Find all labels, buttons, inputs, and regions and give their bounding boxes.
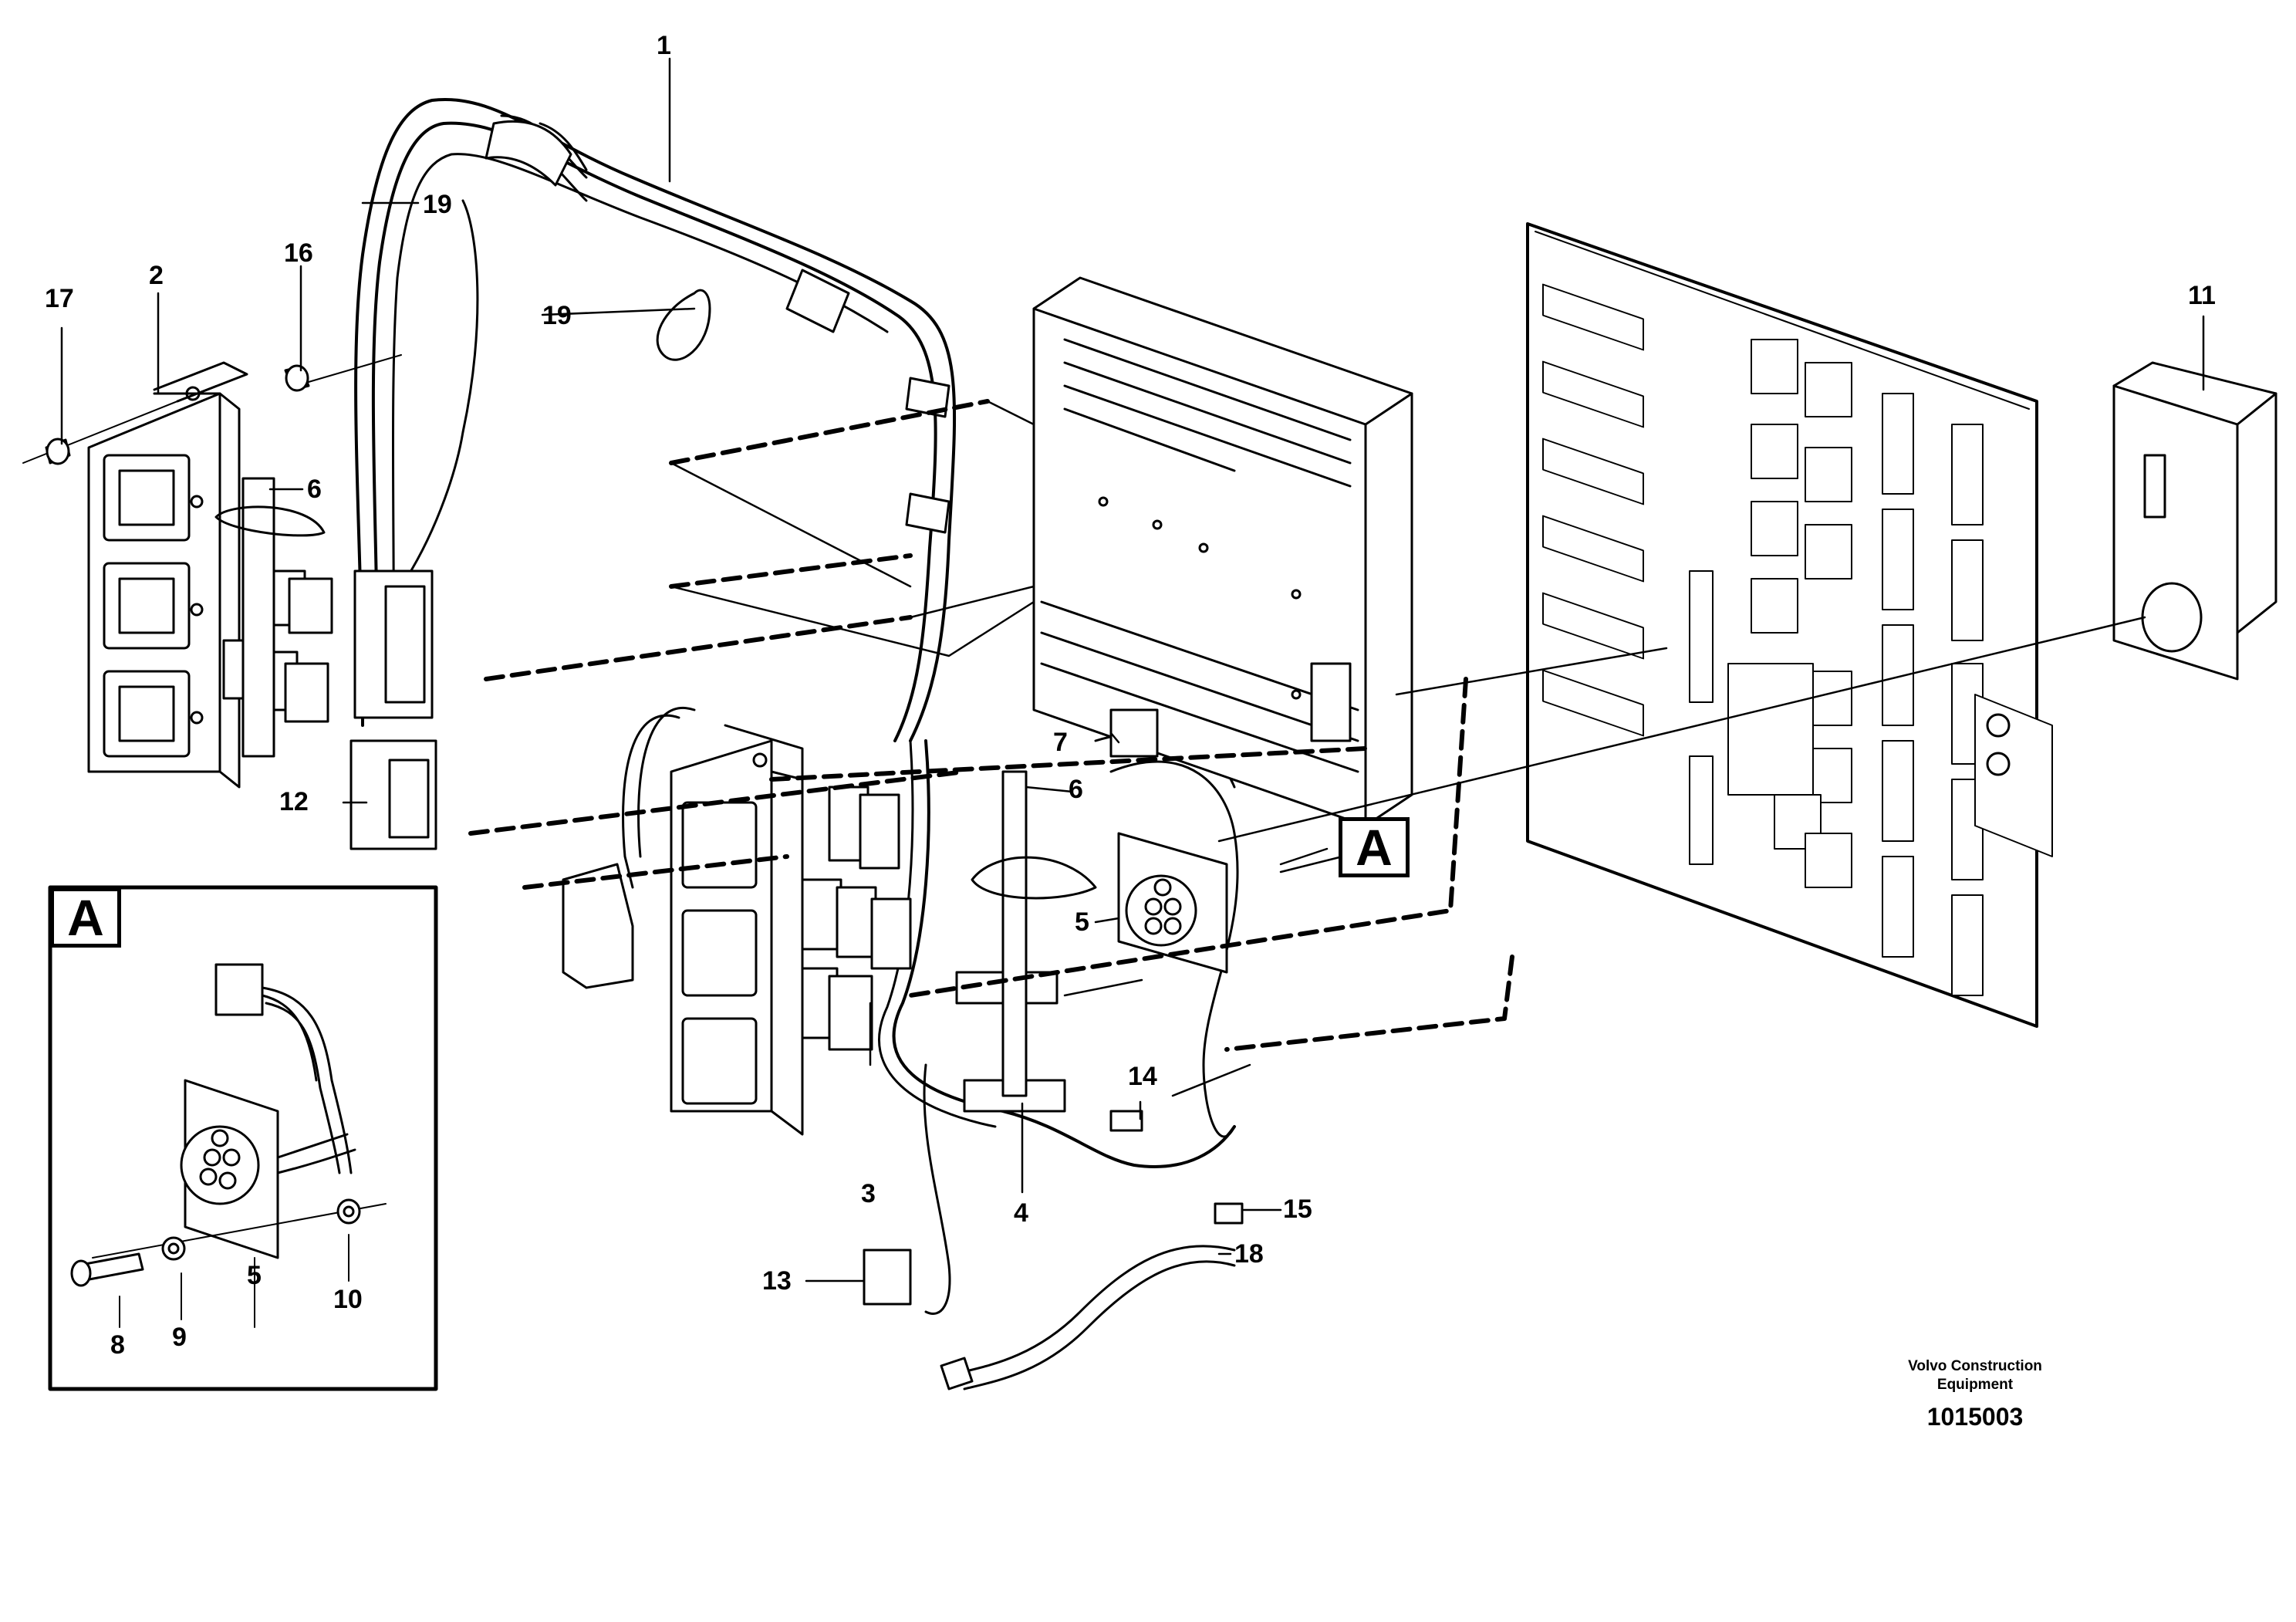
mounting-plate xyxy=(2112,361,2277,681)
figure-number: 1015003 xyxy=(1926,1403,2024,1431)
callout-16: 16 xyxy=(284,238,313,268)
circular-connector xyxy=(1117,832,1228,974)
callout-13: 13 xyxy=(762,1266,792,1296)
callout-2: 2 xyxy=(149,261,164,290)
left-bracket xyxy=(87,361,248,789)
callout-8: 8 xyxy=(110,1330,125,1360)
callout-18: 18 xyxy=(1234,1239,1264,1269)
left-relays xyxy=(214,477,437,850)
callout-17: 17 xyxy=(45,284,74,313)
publisher-credit-line-2: Equipment xyxy=(1936,1377,2014,1393)
callout-leaders xyxy=(60,57,2205,1282)
callout-19-upper: 19 xyxy=(423,190,452,219)
callout-4: 4 xyxy=(1014,1198,1028,1228)
callout-5-main: 5 xyxy=(1075,907,1089,937)
callout-5-detail: 5 xyxy=(247,1261,262,1290)
callout-10: 10 xyxy=(333,1285,363,1314)
detail-view-inset xyxy=(48,885,438,1391)
publisher-credit-line-1: Volvo Construction xyxy=(1908,1358,2042,1374)
circuit-board xyxy=(1526,222,2053,1028)
center-bracket xyxy=(562,708,1244,1391)
bolt-and-spacer xyxy=(22,354,402,465)
detail-view-inset-label: A xyxy=(50,887,121,948)
callout-1: 1 xyxy=(657,31,671,60)
callout-19-lower: 19 xyxy=(542,301,572,330)
callout-3: 3 xyxy=(861,1179,876,1208)
callout-6-left: 6 xyxy=(307,475,322,504)
thin-assembly-lines xyxy=(670,400,2146,1097)
detail-view-marker: A xyxy=(1339,817,1410,877)
callout-7: 7 xyxy=(1053,728,1068,757)
callout-15: 15 xyxy=(1283,1195,1312,1224)
wire-harness xyxy=(354,97,1239,1391)
callout-14: 14 xyxy=(1128,1062,1157,1091)
callout-12: 12 xyxy=(279,787,309,816)
control-unit xyxy=(1032,276,1413,827)
callout-11: 11 xyxy=(2188,281,2216,310)
callout-6-center: 6 xyxy=(1069,775,1083,804)
callout-9: 9 xyxy=(172,1323,187,1352)
